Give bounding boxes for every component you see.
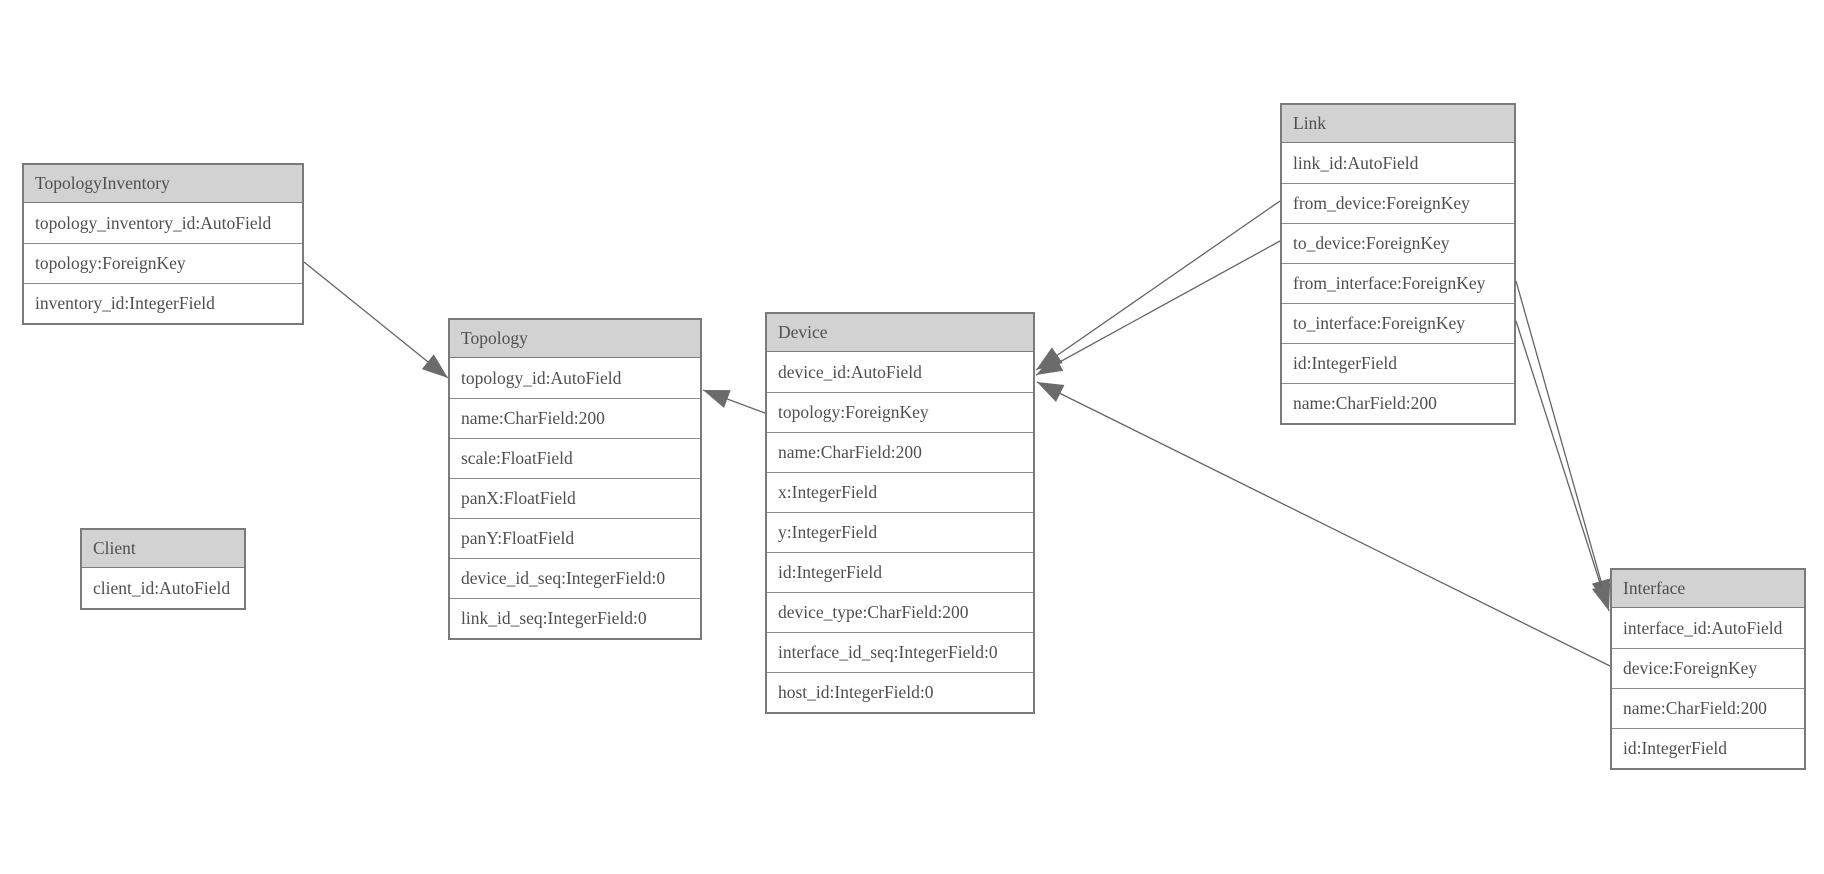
entity-title-link: Link xyxy=(1282,105,1514,143)
entity-title-device: Device xyxy=(767,314,1033,352)
entity-field-topology-panY: panY:FloatField xyxy=(450,518,700,558)
entity-interface: Interface interface_id:AutoField device:Fo… xyxy=(1610,568,1806,770)
entity-field-device-host_id: host_id:IntegerField:0 xyxy=(767,672,1033,712)
entity-field-link-to_device: to_device:ForeignKey xyxy=(1282,223,1514,263)
entity-field-device-id: id:IntegerField xyxy=(767,552,1033,592)
entity-field-topology-link_id_seq: link_id_seq:IntegerField:0 xyxy=(450,598,700,638)
entity-field-device-interface_id_seq: interface_id_seq:IntegerField:0 xyxy=(767,632,1033,672)
entity-topology-inventory: TopologyInventory topology_inventory_id:A… xyxy=(22,163,304,325)
entity-field-device-name: name:CharField:200 xyxy=(767,432,1033,472)
entity-field-interface-id: id:IntegerField xyxy=(1612,728,1804,768)
entity-field-link-id: id:IntegerField xyxy=(1282,343,1514,383)
relationship-line-link-from-interface xyxy=(1515,280,1611,607)
entity-field-client-client_id: client_id:AutoField xyxy=(93,577,231,598)
entity-field-topology-scale: scale:FloatField xyxy=(450,438,700,478)
entity-field-topology-device_id_seq: device_id_seq:IntegerField:0 xyxy=(450,558,700,598)
entity-field-link-from_interface: from_interface:ForeignKey xyxy=(1282,263,1514,303)
entity-title-topology: Topology xyxy=(450,320,700,358)
entity-field-topology-inventory-topology: topology:ForeignKey xyxy=(24,243,302,283)
entity-field-device-device_id: device_id:AutoField xyxy=(778,361,922,382)
entity-field-interface-name: name:CharField:200 xyxy=(1612,688,1804,728)
entity-field-device-topology: topology:ForeignKey xyxy=(767,392,1033,432)
entity-field-topology-panX: panX:FloatField xyxy=(450,478,700,518)
relationship-line-topologyinventory-topology xyxy=(303,261,449,379)
entity-field-topology-name: name:CharField:200 xyxy=(450,398,700,438)
entity-field-topology-inventory-inventory_id: inventory_id:IntegerField xyxy=(24,283,302,323)
entity-field-link-from_device: from_device:ForeignKey xyxy=(1282,183,1514,223)
relationship-line-link-to-device xyxy=(1035,240,1281,376)
entity-link: Link link_id:AutoField from_device:Foreign… xyxy=(1280,103,1516,425)
entity-field-link-link_id: link_id:AutoField xyxy=(1293,152,1419,173)
entity-field-device-device_type: device_type:CharField:200 xyxy=(767,592,1033,632)
entity-device: Device device_id:AutoField topology:Foreig… xyxy=(765,312,1035,714)
entity-title-topology-inventory: TopologyInventory xyxy=(24,165,302,203)
entity-field-topology-topology_id: topology_id:AutoField xyxy=(461,367,622,388)
entity-field-device-y: y:IntegerField xyxy=(767,512,1033,552)
relationship-line-device-topology xyxy=(702,389,766,414)
relationship-line-link-to-interface xyxy=(1515,320,1611,612)
relationship-line-link-from-device xyxy=(1035,200,1281,371)
entity-client: Client client_id:AutoField xyxy=(80,528,246,610)
entity-field-device-x: x:IntegerField xyxy=(767,472,1033,512)
entity-title-client: Client xyxy=(82,530,244,568)
entity-field-topology-inventory-topology_inventory_id: topology_inventory_id:AutoField xyxy=(35,212,272,233)
entity-title-interface: Interface xyxy=(1612,570,1804,608)
entity-field-link-to_interface: to_interface:ForeignKey xyxy=(1282,303,1514,343)
entity-field-link-name: name:CharField:200 xyxy=(1282,383,1514,423)
entity-field-interface-interface_id: interface_id:AutoField xyxy=(1623,617,1783,638)
entity-topology: Topology topology_id:AutoField name:CharFi… xyxy=(448,318,702,640)
entity-field-interface-device: device:ForeignKey xyxy=(1612,648,1804,688)
